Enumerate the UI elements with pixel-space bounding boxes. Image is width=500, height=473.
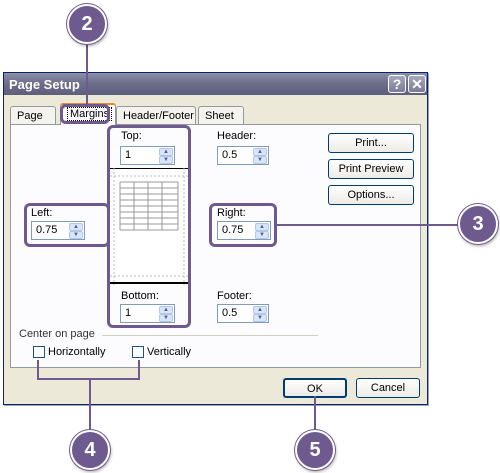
callout-4: 4 [70,430,110,470]
footer-up-arrow-icon[interactable]: ▲ [253,306,267,314]
center-on-page-divider [102,335,318,336]
callout-5-line [314,396,316,432]
help-icon: ? [392,76,402,92]
print-preview-button-label: Print Preview [338,163,404,175]
top-down-arrow-icon[interactable]: ▼ [159,156,173,164]
header-up-arrow-icon[interactable]: ▲ [253,148,267,156]
close-icon: ✕ [411,75,423,92]
vertically-label[interactable]: Vertically [147,346,192,358]
highlight-left [24,203,110,247]
callout-4-line-bar [37,378,140,380]
top-up-arrow-icon[interactable]: ▲ [159,148,173,156]
left-down-arrow-icon[interactable]: ▼ [69,231,83,239]
footer-down-arrow-icon[interactable]: ▼ [253,314,267,322]
header-label: Header: [217,130,257,142]
print-preview-button[interactable]: Print Preview [328,159,414,179]
left-margin-input[interactable]: 0.75 ▲▼ [31,221,85,240]
header-margin-value: 0.5 [222,149,238,161]
right-down-arrow-icon[interactable]: ▼ [255,231,269,239]
tab-sheet[interactable]: Sheet [198,106,244,125]
bottom-margin-input[interactable]: 1 ▲▼ [120,304,175,323]
header-down-arrow-icon[interactable]: ▼ [253,156,267,164]
footer-margin-input[interactable]: 0.5 ▲▼ [217,304,269,323]
print-button-label: Print... [355,137,387,149]
callout-4-line-stem [89,378,91,432]
tab-page[interactable]: Page [10,106,56,125]
tab-header-footer[interactable]: Header/Footer [116,106,196,125]
vertically-checkbox[interactable] [132,346,144,358]
callout-2: 2 [67,4,107,44]
tab-header-footer-label: Header/Footer [123,110,194,122]
title-bar[interactable]: Page Setup ? ✕ [4,73,427,95]
left-margin-value: 0.75 [36,224,58,236]
header-margin-input[interactable]: 0.5 ▲▼ [217,146,269,165]
tab-sheet-label: Sheet [205,110,234,122]
horizontally-checkbox[interactable] [33,346,45,358]
footer-margin-value: 0.5 [222,307,238,319]
horizontally-label[interactable]: Horizontally [48,346,106,358]
callout-2-number: 2 [81,12,93,35]
close-button[interactable]: ✕ [408,75,426,93]
ok-button[interactable]: OK [283,378,347,398]
callout-4-number: 4 [84,438,96,461]
top-margin-value: 1 [125,149,132,161]
left-label: Left: [31,207,53,219]
right-margin-input[interactable]: 0.75 ▲▼ [217,221,271,240]
top-margin-input[interactable]: 1 ▲▼ [120,146,175,165]
bottom-down-arrow-icon[interactable]: ▼ [159,314,173,322]
callout-4-line-right [138,360,140,380]
cancel-button[interactable]: Cancel [356,378,420,398]
top-label: Top: [121,130,142,142]
ok-button-label: OK [307,383,323,395]
callout-4-line-left [37,360,39,380]
tab-page-label: Page [17,110,43,122]
bottom-margin-value: 1 [125,307,132,319]
page-preview-grid-icon [110,167,188,285]
center-on-page-label: Center on page [19,328,95,340]
tab-margins-label: Margins [67,107,113,121]
highlight-right [209,203,277,247]
highlight-top-bottom [107,125,191,328]
highlight-margins-tab [60,104,110,124]
right-margin-value: 0.75 [222,224,244,236]
callout-3-number: 3 [472,212,484,235]
options-button-label: Options... [347,189,395,201]
options-button[interactable]: Options... [328,185,414,205]
cancel-button-label: Cancel [370,382,406,394]
callout-2-line [86,44,88,107]
left-up-arrow-icon[interactable]: ▲ [69,223,83,231]
footer-label: Footer: [217,290,252,302]
bottom-up-arrow-icon[interactable]: ▲ [159,306,173,314]
print-button[interactable]: Print... [328,133,414,153]
help-button[interactable]: ? [388,75,406,93]
callout-5-number: 5 [309,438,321,461]
right-label: Right: [217,207,246,219]
callout-3: 3 [458,204,498,244]
right-up-arrow-icon[interactable]: ▲ [255,223,269,231]
dialog-title: Page Setup [9,77,80,92]
callout-3-line [276,224,459,226]
page-preview [109,167,189,285]
bottom-label: Bottom: [121,290,159,302]
callout-5: 5 [295,430,335,470]
